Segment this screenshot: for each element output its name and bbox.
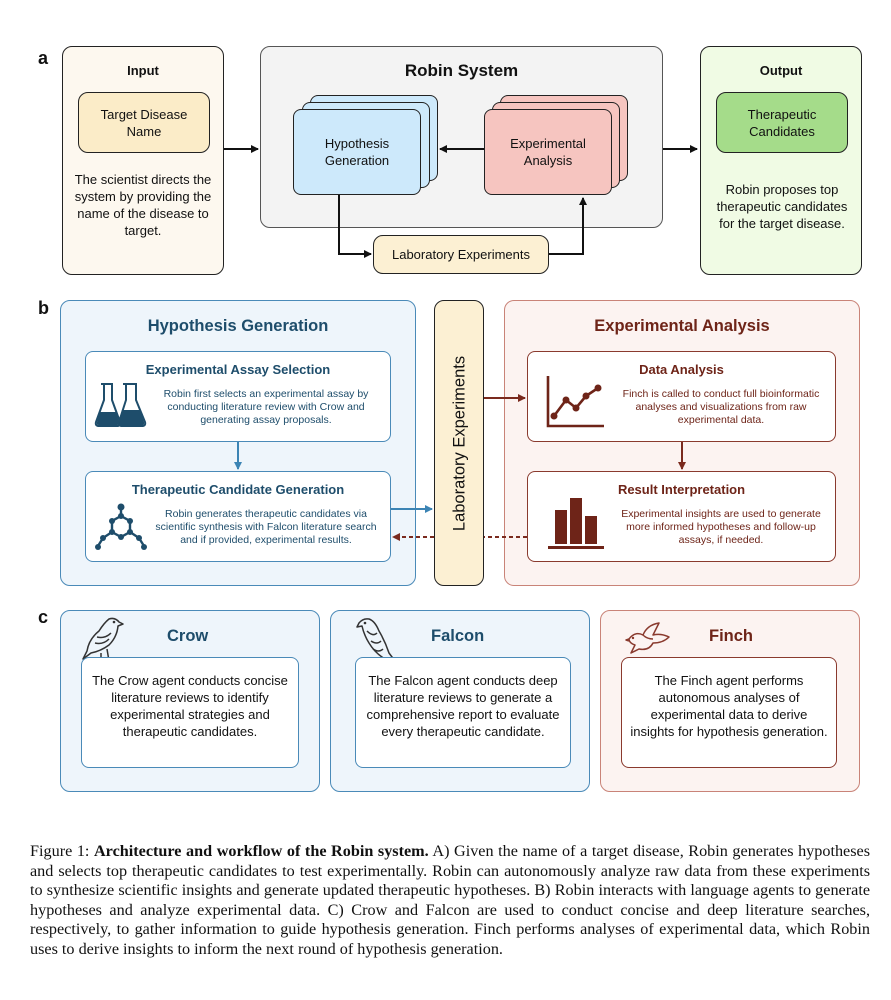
line-chart-icon <box>546 376 604 428</box>
finch-icon <box>625 622 670 654</box>
caption-label: Figure 1: <box>30 842 90 860</box>
hypothesis-generation-card: Hypothesis Generation <box>293 109 421 195</box>
finch-name: Finch <box>709 627 753 645</box>
caption-title: Architecture and workflow of the Robin s… <box>93 842 429 860</box>
assay-selection-card: Experimental Assay Selection Robin first… <box>85 351 391 442</box>
finch-description: The Finch agent performs autonomous anal… <box>630 673 828 739</box>
robin-system-title: Robin System <box>404 61 519 80</box>
falcon-description: The Falcon agent conducts deep literatur… <box>366 673 560 739</box>
falcon-name: Falcon <box>431 627 485 645</box>
falcon-icon <box>356 618 396 662</box>
candidate-generation-text: Robin generates therapeutic candidates v… <box>155 508 377 546</box>
bar-chart-icon <box>548 498 604 549</box>
therapeutic-candidates-label: Therapeutic Candidates <box>747 106 817 139</box>
input-description: The scientist directs the system by prov… <box>74 172 212 238</box>
molecule-icon <box>95 503 147 550</box>
crow-description-card: The Crow agent conducts concise literatu… <box>81 657 299 768</box>
output-heading: Output <box>759 63 803 78</box>
experimental-analysis-label: Experimental Analysis <box>510 136 586 168</box>
hypothesis-generation-title: Hypothesis Generation <box>147 317 329 335</box>
crow-name: Crow <box>167 627 209 645</box>
result-interpretation-card: Result Interpretation Experimental insig… <box>527 471 836 562</box>
figure-caption: Figure 1: Architecture and workflow of t… <box>30 842 870 960</box>
falcon-description-card: The Falcon agent conducts deep literatur… <box>355 657 571 768</box>
lab-to-analysis-arrow <box>549 197 587 255</box>
flasks-icon <box>94 383 147 427</box>
output-panel: Output Therapeutic Candidates Robin prop… <box>700 46 862 275</box>
caption-text: A) Given the name of a target disease, R… <box>30 842 871 958</box>
falcon-panel: Falcon The Falcon agent conducts deep li… <box>330 610 590 792</box>
finch-panel: Finch The Finch agent performs autonomou… <box>600 610 860 792</box>
assay-selection-text: Robin first selects an experimental assa… <box>163 388 369 426</box>
therapeutic-candidates-box: Therapeutic Candidates <box>716 92 848 153</box>
target-disease-label: Target Disease Name <box>100 106 188 139</box>
data-analysis-text: Finch is called to conduct full bioinfor… <box>622 388 820 426</box>
hypothesis-to-lab-arrow <box>338 195 372 258</box>
hypothesis-generation-label: Hypothesis Generation <box>324 136 390 168</box>
assay-selection-title: Experimental Assay Selection <box>145 362 331 377</box>
candidate-generation-title: Therapeutic Candidate Generation <box>131 482 345 497</box>
laboratory-experiments-box: Laboratory Experiments <box>373 235 549 274</box>
input-panel: Input Target Disease Name The scientist … <box>62 46 224 275</box>
input-heading: Input <box>127 63 159 78</box>
lab-experiments-column: Laboratory Experiments <box>434 300 484 586</box>
laboratory-experiments-label: Laboratory Experiments <box>391 247 530 262</box>
data-analysis-card: Data Analysis Finch is called to conduct… <box>527 351 836 442</box>
target-disease-box: Target Disease Name <box>78 92 210 153</box>
experimental-analysis-title: Experimental Analysis <box>594 317 770 335</box>
candidate-generation-card: Therapeutic Candidate Generation Robin g… <box>85 471 391 562</box>
result-interpretation-title: Result Interpretation <box>617 482 746 497</box>
data-analysis-title: Data Analysis <box>639 362 724 377</box>
panel-letter-a: a <box>38 48 49 68</box>
panel-letter-c: c <box>38 607 49 627</box>
finch-description-card: The Finch agent performs autonomous anal… <box>621 657 837 768</box>
crow-description: The Crow agent conducts concise literatu… <box>92 673 288 739</box>
panel-letter-b: b <box>38 298 49 318</box>
output-description: Robin proposes top therapeutic candidate… <box>716 182 848 231</box>
crow-panel: Crow The Crow agent conducts concise lit… <box>60 610 320 792</box>
experimental-analysis-card: Experimental Analysis <box>484 109 612 195</box>
result-interpretation-text: Experimental insights are used to genera… <box>621 508 821 546</box>
